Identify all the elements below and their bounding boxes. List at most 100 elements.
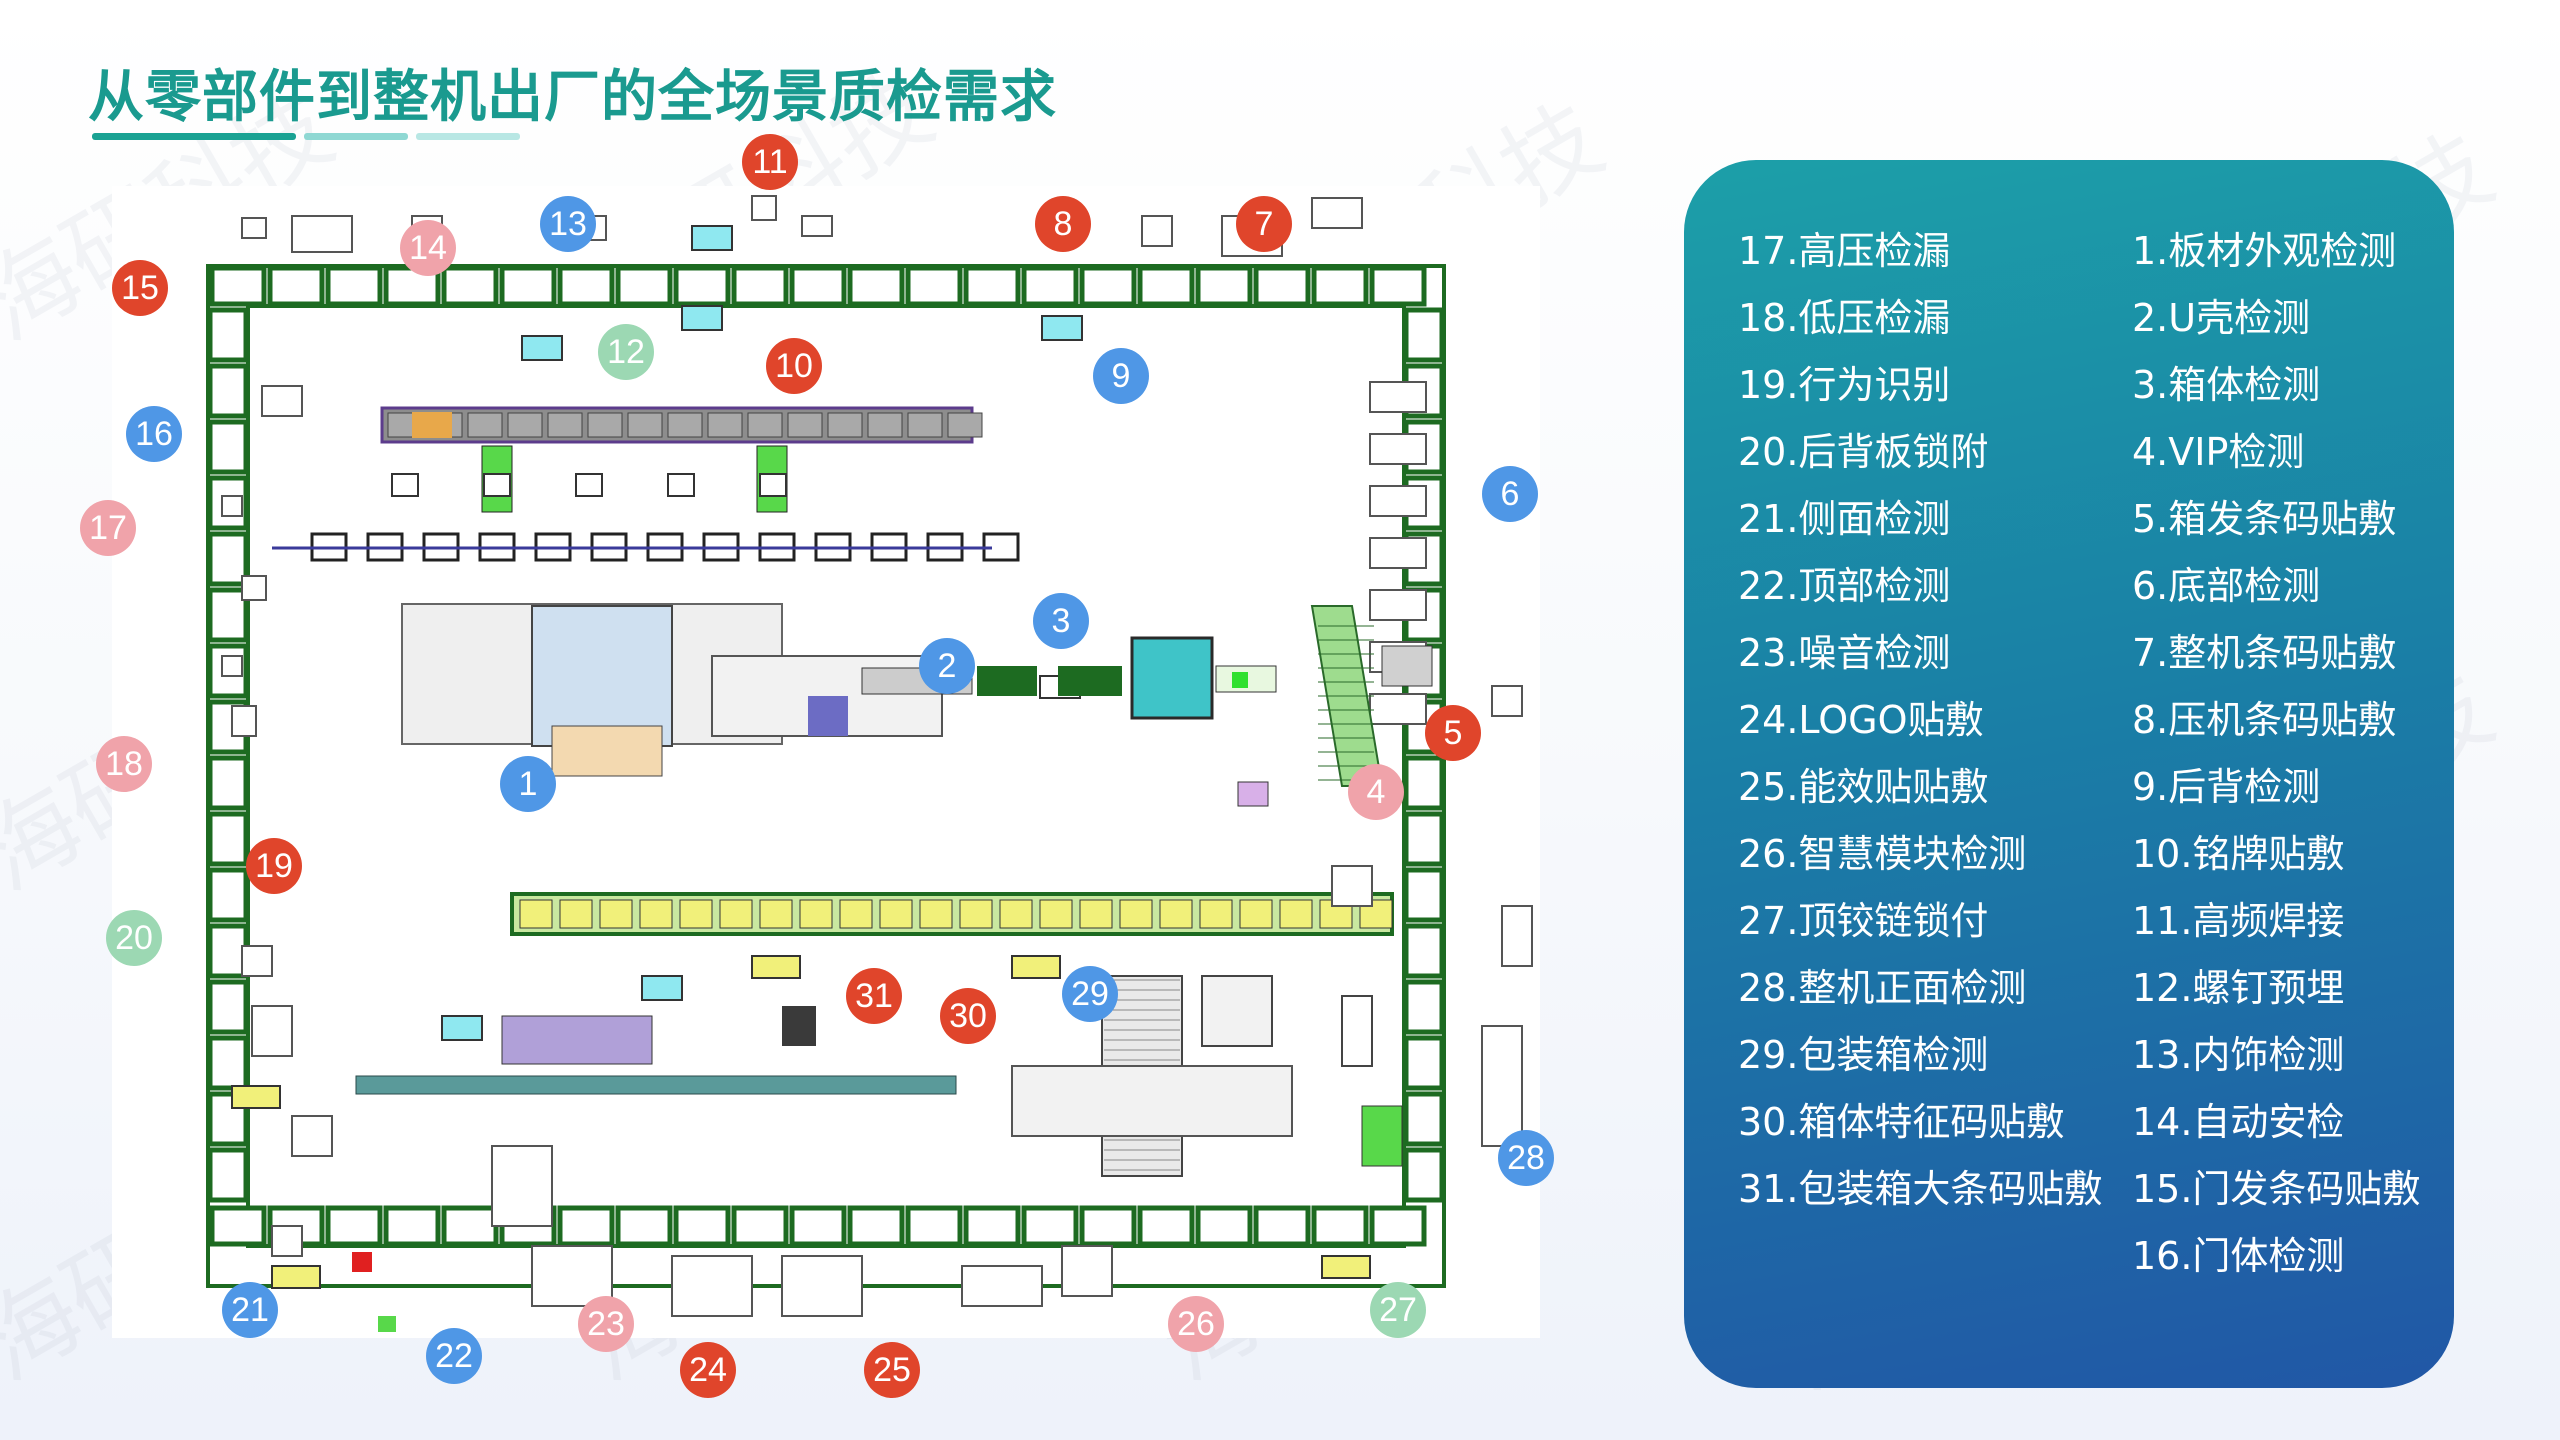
legend-item: 22.顶部检测 xyxy=(1738,564,1951,608)
station-marker: 27 xyxy=(1370,1282,1426,1338)
legend-item: 7.整机条码贴敷 xyxy=(2132,631,2397,675)
conveyor-segment xyxy=(1079,1205,1137,1247)
conveyor-segment xyxy=(1403,979,1445,1035)
station-marker: 26 xyxy=(1168,1296,1224,1352)
rack-block xyxy=(1369,381,1427,413)
legend-item: 29.包装箱检测 xyxy=(1738,1033,1989,1077)
small-station xyxy=(221,495,243,517)
yellow-cell xyxy=(719,899,753,929)
conveyor-segment xyxy=(207,979,249,1035)
small-station xyxy=(801,215,833,237)
yellow-cell xyxy=(599,899,633,929)
legend-item: 5.箱发条码贴敷 xyxy=(2132,497,2397,541)
yellow-cell xyxy=(559,899,593,929)
legend-item: 20.后背板锁附 xyxy=(1738,430,1989,474)
camera-station xyxy=(641,975,683,1001)
legend-item: 19.行为识别 xyxy=(1738,363,1951,407)
conveyor-segment xyxy=(1403,811,1445,867)
station-marker: 17 xyxy=(80,500,136,556)
conveyor-segment xyxy=(267,265,325,307)
small-station xyxy=(261,385,303,417)
robot xyxy=(808,696,848,736)
station-marker: 12 xyxy=(598,324,654,380)
label-station xyxy=(271,1265,321,1289)
conveyor-segment xyxy=(847,1205,905,1247)
legend-item: 18.低压检漏 xyxy=(1738,296,1951,340)
station-marker: 3 xyxy=(1033,593,1089,649)
conveyor-segment xyxy=(1403,923,1445,979)
conveyor-segment xyxy=(207,1035,249,1091)
station-marker: 9 xyxy=(1093,348,1149,404)
small-station xyxy=(271,1225,303,1257)
yellow-cell xyxy=(999,899,1033,929)
conveyor-segment xyxy=(207,923,249,979)
conveyor-segment xyxy=(207,419,249,475)
legend-item: 25.能效贴贴敷 xyxy=(1738,765,1989,809)
conveyor-segment xyxy=(963,1205,1021,1247)
conveyor-segment xyxy=(1137,1205,1195,1247)
legend-item: 13.内饰检测 xyxy=(2132,1033,2345,1077)
line-cell xyxy=(907,412,943,438)
legend-item: 2.U壳检测 xyxy=(2132,296,2311,340)
rack-block xyxy=(1369,485,1427,517)
yellow-cell xyxy=(1159,899,1193,929)
camera-station xyxy=(681,305,723,331)
station-marker: 19 xyxy=(246,838,302,894)
conveyor-segment xyxy=(441,265,499,307)
station-marker: 4 xyxy=(1348,764,1404,820)
small-station xyxy=(251,1005,293,1057)
conveyor-segment xyxy=(325,1205,383,1247)
legend-item: 14.自动安检 xyxy=(2132,1100,2345,1144)
station-marker: 10 xyxy=(766,338,822,394)
small-station xyxy=(1061,1245,1113,1297)
yellow-cell xyxy=(799,899,833,929)
small-station xyxy=(1501,905,1533,967)
station-marker: 24 xyxy=(680,1342,736,1398)
line-cell xyxy=(627,412,663,438)
line-cell xyxy=(827,412,863,438)
pallet-area xyxy=(1011,1065,1293,1137)
station-marker: 8 xyxy=(1035,196,1091,252)
small-station xyxy=(1141,215,1173,247)
station-marker: 2 xyxy=(919,638,975,694)
robot-cell xyxy=(759,473,787,497)
vip-station xyxy=(1381,645,1433,687)
conveyor-segment xyxy=(325,265,383,307)
station-marker: 29 xyxy=(1062,966,1118,1022)
conveyor-segment xyxy=(1253,265,1311,307)
small-station xyxy=(241,945,273,977)
line-cell xyxy=(467,412,503,438)
conveyor-segment xyxy=(847,265,905,307)
title-underline-bar xyxy=(92,133,296,140)
robot-cell xyxy=(391,473,419,497)
conveyor-short xyxy=(977,666,1037,696)
conveyor-segment xyxy=(1403,1147,1445,1203)
conveyor-segment xyxy=(615,1205,673,1247)
title-underline-bar xyxy=(304,133,408,140)
conveyor-segment xyxy=(207,811,249,867)
conveyor-segment xyxy=(383,1205,441,1247)
conveyor-segment xyxy=(963,265,1021,307)
conveyor-segment xyxy=(441,1205,499,1247)
factory-floor-plan xyxy=(206,195,1533,1332)
legend-item: 11.高频焊接 xyxy=(2132,899,2345,943)
yellow-cell xyxy=(1119,899,1153,929)
rack-block xyxy=(1369,433,1427,465)
yellow-cell xyxy=(1039,899,1073,929)
conveyor-segment xyxy=(557,1205,615,1247)
small-station xyxy=(291,215,353,253)
small-station xyxy=(491,1145,553,1227)
label-station xyxy=(1011,955,1061,979)
small-station xyxy=(241,217,267,239)
robot-cell xyxy=(1201,975,1273,1047)
pink-box xyxy=(1237,781,1269,807)
station-marker: 31 xyxy=(846,968,902,1024)
conveyor-segment xyxy=(731,265,789,307)
conveyor-segment xyxy=(673,1205,731,1247)
legend-item: 16.门体检测 xyxy=(2132,1234,2345,1278)
cabinet xyxy=(1341,995,1373,1067)
line-cell xyxy=(787,412,823,438)
legend-item: 15.门发条码贴敷 xyxy=(2132,1167,2421,1211)
small-station xyxy=(291,1115,333,1157)
conveyor-segment xyxy=(905,265,963,307)
